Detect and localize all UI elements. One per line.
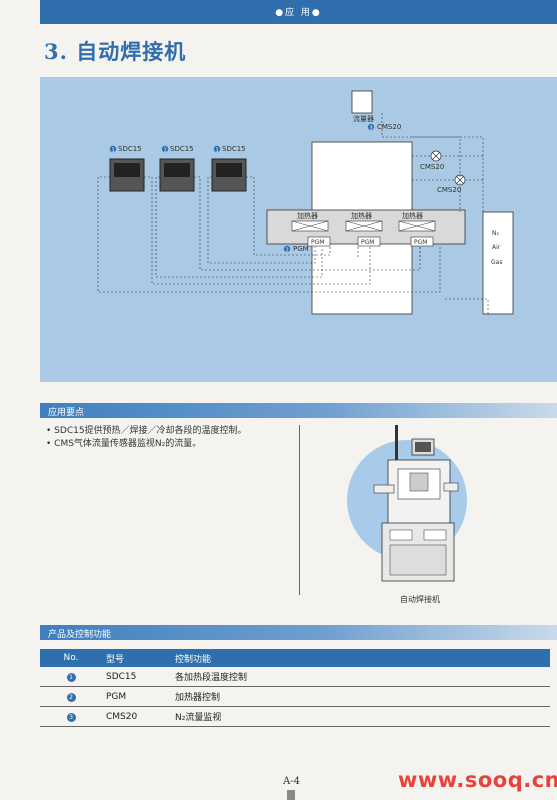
- diagram-svg: 1 SDC15 1 SDC15 1 SDC15 流量器 3 CMS20 CMS2…: [97, 90, 514, 315]
- heater-1-pgm: PGM: [311, 239, 324, 246]
- page-tab: [287, 790, 295, 800]
- heater-2: [345, 220, 383, 247]
- flow-meter-box: [351, 90, 373, 114]
- cms-badge: [367, 123, 375, 131]
- row-function: 各加热段温度控制: [175, 667, 550, 687]
- cms-bottom-label: CMS20: [437, 186, 461, 194]
- flow-meter-label: 流量器: [353, 114, 374, 123]
- controller-2: [159, 158, 195, 192]
- controller-2-label: SDC15: [170, 145, 194, 153]
- row-model: CMS20: [102, 706, 175, 727]
- usage-section-title: 应用要点: [48, 408, 85, 418]
- gas-gas-label: Gas: [491, 259, 502, 266]
- welding-machine-illustration: [373, 425, 459, 582]
- usage-section-header: 应用要点: [40, 403, 557, 418]
- pgm-note-label: PGM: [293, 245, 309, 253]
- heater-1: [291, 220, 331, 247]
- controller-2-num: 1: [164, 148, 167, 154]
- heater-2-pgm: PGM: [361, 239, 374, 246]
- controller-1-badge: [109, 145, 117, 153]
- col-function: 控制功能: [175, 649, 550, 667]
- row-number-badge: 3: [66, 712, 76, 722]
- row-number-badge: 2: [66, 692, 76, 702]
- controller-3-label: SDC15: [222, 145, 246, 153]
- watermark: www.sooq.cn: [398, 768, 557, 792]
- col-model: 型号: [102, 649, 175, 667]
- header-label: ●应 用●: [275, 8, 322, 18]
- cms-top-label: CMS20: [377, 123, 401, 131]
- signal-lines: [97, 113, 489, 314]
- gas-air-label: Air: [492, 244, 501, 251]
- usage-bullet-1: • SDC15提供预热／焊接／冷却各段的温度控制。: [46, 426, 247, 436]
- table-row: 1 SDC15 各加热段温度控制: [40, 667, 550, 687]
- controller-2-badge: [161, 145, 169, 153]
- heater-2-label: 加热器: [351, 211, 372, 220]
- row-number-badge: 1: [66, 672, 76, 682]
- row-function: 加热器控制: [175, 686, 550, 707]
- usage-bullet-2: • CMS气体流量传感器监视N₂的流量。: [46, 439, 202, 449]
- controller-1: [109, 158, 145, 192]
- machine-caption: 自动焊接机: [400, 595, 440, 604]
- row-function: N₂流量监视: [175, 706, 550, 727]
- products-section-title: 产品及控制功能: [48, 630, 112, 640]
- usage-bullet-list: • SDC15提供预热／焊接／冷却各段的温度控制。 • CMS气体流量传感器监视…: [46, 425, 247, 451]
- gas-cabinet: [482, 211, 514, 315]
- valve-mid: [430, 150, 442, 162]
- header-bar: ●应 用●: [40, 0, 557, 24]
- row-model: SDC15: [102, 667, 175, 687]
- gas-n2-label: N₂: [492, 230, 499, 237]
- controller-3-badge: [213, 145, 221, 153]
- row-model: PGM: [102, 686, 175, 707]
- heater-3: [398, 220, 436, 247]
- cms-mid-label: CMS20: [420, 163, 444, 171]
- cms-top-num: 3: [370, 126, 373, 132]
- controller-3: [211, 158, 247, 192]
- pgm-note-num: 2: [286, 248, 289, 254]
- products-table: No. 型号 控制功能 1 SDC15 各加热段温度控制 2 PGM 加热器控制…: [40, 649, 550, 727]
- table-row: 2 PGM 加热器控制: [40, 686, 550, 707]
- page-number: A-4: [283, 776, 300, 787]
- heater-1-label: 加热器: [297, 211, 318, 220]
- heater-3-label: 加热器: [402, 211, 423, 220]
- products-section-header: 产品及控制功能: [40, 625, 557, 640]
- page-title: 3. 自动焊接机: [44, 39, 187, 64]
- system-diagram: 1 SDC15 1 SDC15 1 SDC15 流量器 3 CMS20 CMS2…: [40, 77, 557, 382]
- col-no: No.: [40, 649, 102, 667]
- table-header-row: No. 型号 控制功能: [40, 649, 550, 667]
- controller-1-label: SDC15: [118, 145, 142, 153]
- controller-3-num: 1: [216, 148, 219, 154]
- heater-3-pgm: PGM: [414, 239, 427, 246]
- controller-1-num: 1: [112, 148, 115, 154]
- pgm-badge: [283, 245, 291, 253]
- column-divider: [299, 425, 300, 595]
- table-row: 3 CMS20 N₂流量监视: [40, 706, 550, 727]
